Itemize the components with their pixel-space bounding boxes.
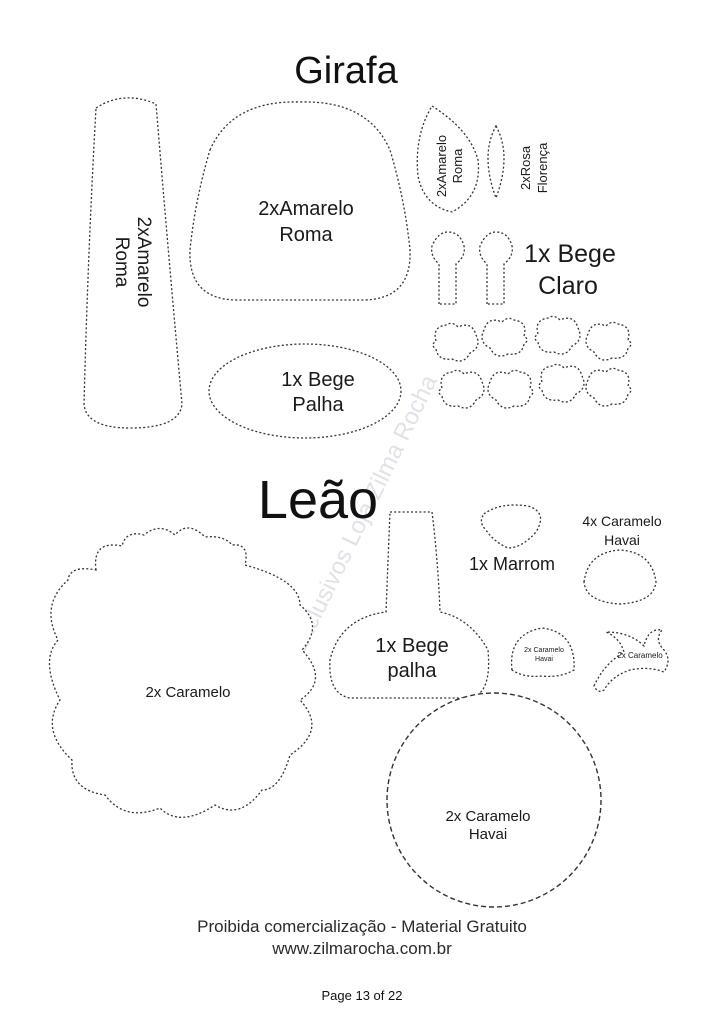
leao-face-label-2: Havai: [469, 826, 507, 843]
girafa-spot-piece: [432, 322, 479, 362]
girafa-horns-label-1: 1x Bege: [524, 240, 616, 268]
title-girafa: Girafa: [294, 50, 398, 92]
girafa-ear-yellow-piece: [416, 105, 480, 213]
leao-body-piece: [329, 511, 490, 699]
girafa-neck-label-1: 2xAmarelo: [133, 217, 154, 308]
title-leao: Leão: [258, 470, 378, 530]
girafa-head-label-1: 2xAmarelo: [258, 198, 354, 220]
footer-website: www.zilmarocha.com.br: [272, 939, 452, 958]
leao-small-ear-label-1: 2x Caramelo: [524, 647, 564, 654]
girafa-ear-yellow-label-2: Roma: [450, 148, 465, 183]
leao-ear-piece: [583, 549, 657, 605]
girafa-horn-piece: [479, 231, 513, 305]
girafa-head-label-2: Roma: [279, 224, 333, 246]
leao-body-label-1: 1x Bege: [375, 635, 448, 657]
girafa-spot-piece: [585, 367, 632, 407]
leao-ears-label-2: Havai: [604, 532, 640, 548]
girafa-ear-pink-label-1: 2xRosa: [518, 145, 533, 190]
leao-face-label-1: 2x Caramelo: [445, 808, 530, 825]
girafa-spot-piece: [538, 363, 585, 403]
girafa-muzzle-label-1: 1x Bege: [281, 369, 354, 391]
girafa-neck-label-2: Roma: [111, 237, 132, 288]
girafa-neck-piece: [83, 97, 183, 429]
girafa-spot-piece: [534, 315, 581, 355]
leao-ears-label-1: 4x Caramelo: [582, 513, 662, 529]
leao-face-piece: [386, 692, 602, 908]
girafa-muzzle-piece: [208, 343, 402, 439]
leao-nose-label: 1x Marrom: [469, 554, 555, 574]
leao-mane-label: 2x Caramelo: [145, 684, 230, 701]
girafa-head-piece: [189, 101, 411, 301]
girafa-spot-piece: [481, 317, 528, 357]
leao-mane-piece: [48, 527, 317, 818]
leao-body-label-2: palha: [388, 660, 438, 682]
girafa-ear-pink-piece: [487, 124, 505, 200]
footer-notice: Proibida comercialização - Material Grat…: [197, 917, 527, 936]
girafa-ear-yellow-label-1: 2xAmarelo: [434, 135, 449, 197]
girafa-muzzle-label-2: Palha: [292, 394, 344, 416]
girafa-spot-piece: [585, 321, 632, 361]
page-number: Page 13 of 22: [321, 988, 403, 1003]
girafa-horns-label-2: Claro: [538, 272, 598, 300]
leao-small-ear-label-2: Havai: [535, 656, 553, 663]
girafa-spot-piece: [487, 369, 534, 409]
girafa-horn-piece: [431, 231, 465, 305]
leao-small-ear-piece: [510, 627, 575, 678]
leao-tail-label: 2x Caramelo: [617, 651, 663, 660]
girafa-ear-pink-label-2: Florença: [535, 142, 550, 193]
leao-nose-piece: [480, 504, 542, 549]
leao-tail-piece: [593, 629, 669, 692]
girafa-spot-piece: [438, 369, 485, 409]
